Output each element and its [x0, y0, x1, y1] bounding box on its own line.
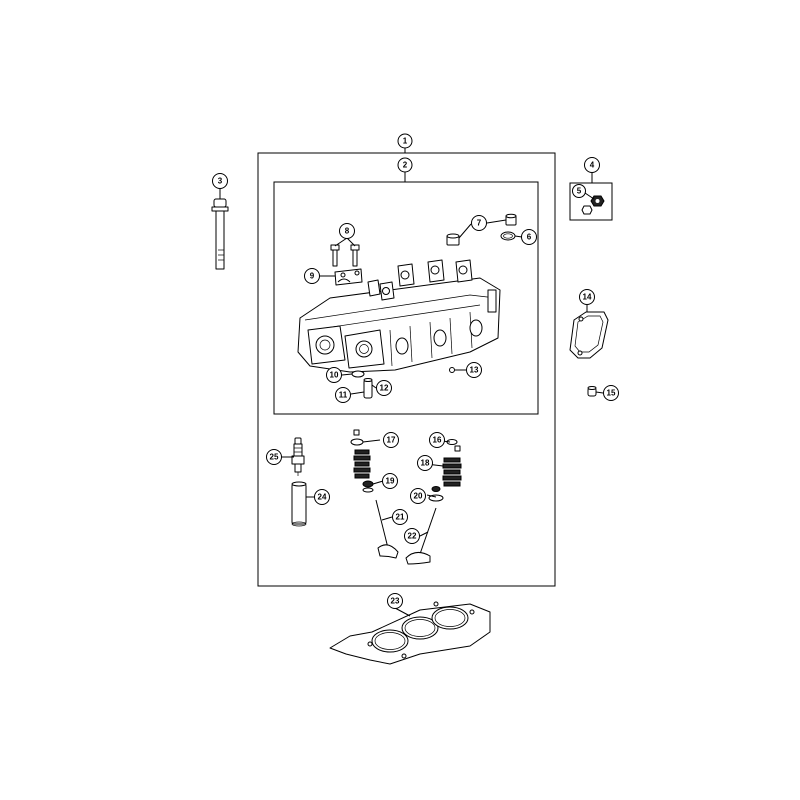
callout-19-label: 19 — [386, 477, 395, 486]
plug-part-15 — [587, 386, 597, 397]
callout-9-label: 9 — [310, 272, 315, 281]
callout-23-label: 23 — [391, 597, 400, 606]
callout-21: 21 — [392, 509, 408, 525]
callout-16-label: 16 — [433, 436, 442, 445]
o-ring-part-6 — [500, 231, 516, 241]
gasket-part-14 — [569, 311, 609, 359]
callout-13: 13 — [466, 362, 482, 378]
callout-6: 6 — [521, 229, 537, 245]
valve-spring-left — [353, 449, 371, 479]
part-4-box — [569, 182, 613, 221]
callout-10-label: 10 — [330, 371, 339, 380]
callout-23: 23 — [387, 593, 403, 609]
callout-24: 24 — [314, 489, 330, 505]
callout-20: 20 — [410, 488, 426, 504]
callout-9: 9 — [304, 268, 320, 284]
callout-2: 2 — [397, 157, 413, 173]
callout-11: 11 — [335, 387, 351, 403]
valve-spring-part-18 — [442, 457, 462, 487]
callout-20-label: 20 — [414, 492, 423, 501]
callout-25: 25 — [266, 449, 282, 465]
assembly-frame-inner — [273, 181, 539, 415]
exhaust-valve-part-22 — [405, 507, 437, 565]
callout-6-label: 6 — [527, 233, 532, 242]
intake-valve-part-21 — [375, 499, 399, 559]
callout-11-label: 11 — [339, 391, 348, 400]
spark-plug-part-25 — [291, 437, 305, 476]
callout-13-label: 13 — [470, 366, 479, 375]
callout-2-label: 2 — [403, 161, 408, 170]
callout-15-label: 15 — [607, 389, 616, 398]
callout-1-label: 1 — [403, 137, 408, 146]
callout-5: 5 — [572, 184, 586, 198]
callout-17: 17 — [383, 432, 399, 448]
callout-16: 16 — [429, 432, 445, 448]
nut-part-5 — [581, 195, 605, 215]
head-bolt-part-3 — [211, 198, 229, 270]
callout-3-label: 3 — [218, 177, 223, 186]
seal-part-10 — [351, 370, 365, 378]
callout-7-label: 7 — [477, 219, 482, 228]
callout-5-label: 5 — [577, 187, 582, 196]
head-gasket-part-23 — [329, 601, 491, 665]
cam-bolts-part-8 — [330, 244, 360, 267]
callout-8-label: 8 — [345, 227, 350, 236]
spark-tube-part-24 — [291, 481, 307, 527]
cylinder-head-illustration — [297, 259, 501, 373]
callout-8: 8 — [339, 223, 355, 239]
callout-25-label: 25 — [270, 453, 279, 462]
spring-seat-part-20 — [428, 486, 444, 502]
callout-7: 7 — [471, 215, 487, 231]
callout-12-label: 12 — [380, 384, 389, 393]
callout-1: 1 — [397, 133, 413, 149]
leader-lines — [219, 148, 604, 617]
callout-15: 15 — [603, 385, 619, 401]
callout-14-label: 14 — [583, 293, 592, 302]
callout-12: 12 — [376, 380, 392, 396]
assembly-frame-outer — [257, 152, 556, 587]
callout-21-label: 21 — [396, 513, 405, 522]
valve-keeper-part-17 — [350, 429, 364, 446]
cam-cap-part-9 — [334, 268, 363, 286]
callout-18-label: 18 — [421, 459, 430, 468]
callout-24-label: 24 — [318, 493, 327, 502]
callout-17-label: 17 — [387, 436, 396, 445]
callout-3: 3 — [212, 173, 228, 189]
callout-22-label: 22 — [408, 532, 417, 541]
callout-22: 22 — [404, 528, 420, 544]
callout-10: 10 — [326, 367, 342, 383]
plug-part-13 — [449, 367, 455, 373]
callout-18: 18 — [417, 455, 433, 471]
callout-4-label: 4 — [590, 161, 595, 170]
callout-4: 4 — [584, 157, 600, 173]
valve-seal-part-19 — [362, 480, 374, 493]
tube-part-11 — [363, 378, 373, 399]
callout-14: 14 — [579, 289, 595, 305]
valve-keeper-part-16 — [446, 439, 461, 452]
callout-19: 19 — [382, 473, 398, 489]
